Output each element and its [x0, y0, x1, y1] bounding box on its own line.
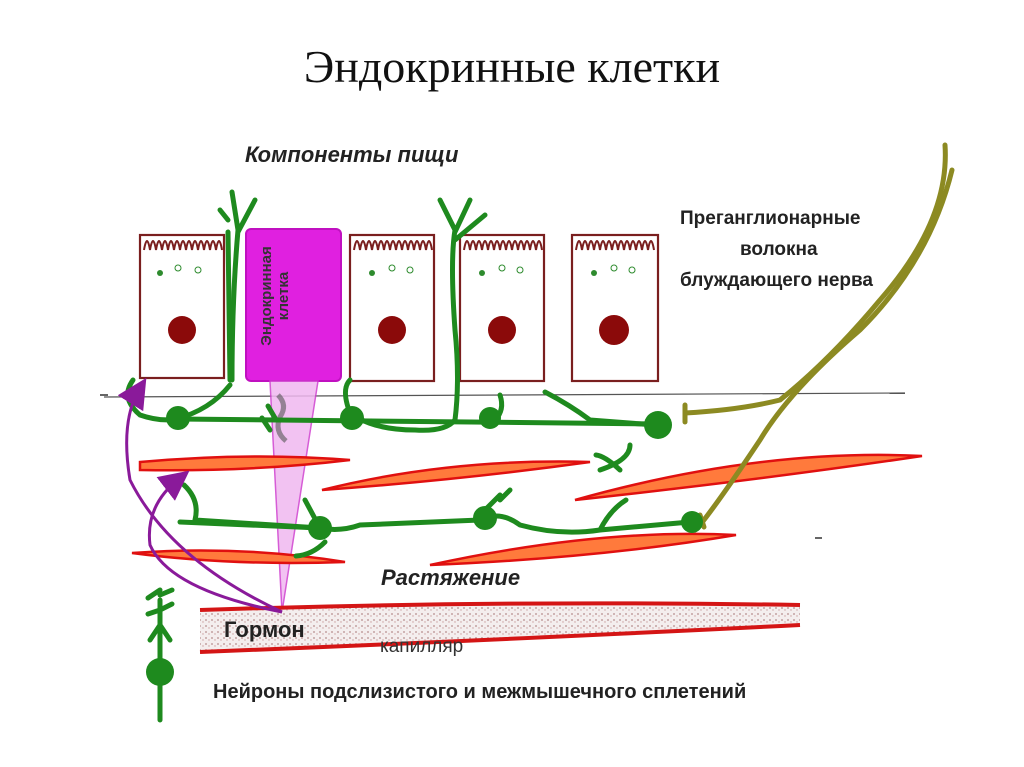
epithelial-cell: [138, 233, 226, 380]
hormone-arrows: [117, 377, 283, 614]
vagus-label-line1: Преганглионарные: [680, 208, 861, 229]
stretch-label: Растяжение: [381, 565, 521, 590]
endocrine-label-line2: клетка: [275, 271, 292, 321]
mucosa-baseline: [103, 392, 906, 398]
epithelial-cell: [570, 233, 660, 383]
vagus-fibers-label: Преганглионарные волокна блуждающего нер…: [680, 203, 873, 296]
hormone-release-cone: [269, 380, 319, 613]
nucleus: [168, 316, 196, 344]
epithelial-cell: [348, 233, 436, 383]
nucleus: [599, 315, 629, 345]
neuron-cell-bodies: [146, 406, 703, 686]
nucleus: [378, 316, 406, 344]
vagus-label-line2: волокна: [740, 239, 818, 260]
food-components-label: Компоненты пищи: [245, 142, 459, 167]
neurons-label: Нейроны подслизистого и межмышечного спл…: [213, 681, 747, 703]
epithelial-cell: [458, 233, 546, 383]
capillary-label: капилляр: [380, 636, 464, 657]
muscle-cell: [574, 453, 923, 502]
muscle-cell: [321, 460, 591, 492]
muscle-cell: [138, 455, 351, 472]
hormone-label: Гормон: [224, 617, 305, 642]
capillary: [200, 603, 800, 652]
slide-title: Эндокринные клетки: [303, 41, 721, 92]
endocrine-cell-label: Эндокринная клетка: [258, 221, 292, 371]
muscle-cell: [429, 532, 737, 567]
nucleus: [488, 316, 516, 344]
endocrine-label-line1: Эндокринная: [258, 246, 275, 346]
vagus-label-line3: блуждающего нерва: [680, 270, 873, 291]
